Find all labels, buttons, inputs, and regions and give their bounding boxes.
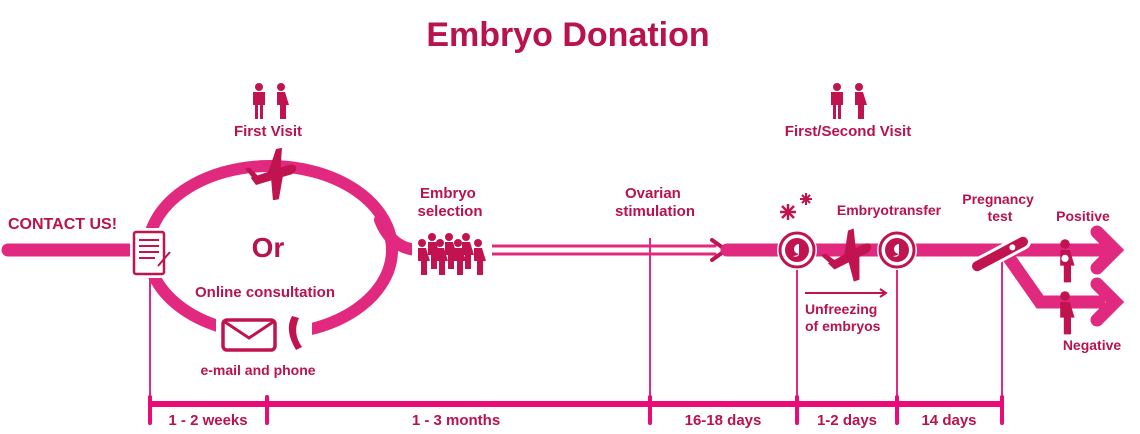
duration-label: 1-2 days xyxy=(817,412,877,429)
donors-group-icon xyxy=(412,222,492,275)
unfreezing-label: Unfreezing of embryos xyxy=(805,301,881,334)
pregnancy-test-icon xyxy=(969,233,1031,275)
document-icon xyxy=(130,228,171,278)
duration-label: 16-18 days xyxy=(685,412,762,429)
snowflake-icon xyxy=(780,193,812,220)
page-title: Embryo Donation xyxy=(426,16,709,54)
email-icon xyxy=(216,314,312,354)
duration-label: 1 - 2 weeks xyxy=(168,412,247,429)
negative-label: Negative xyxy=(1063,337,1122,353)
positive-label: Positive xyxy=(1056,208,1110,224)
duration-timeline xyxy=(148,395,1004,425)
embryo-icon xyxy=(777,230,817,270)
arrow-right-icon xyxy=(805,288,888,298)
embryo-icon xyxy=(877,230,917,270)
pregnancy-test-label: Pregnancy test xyxy=(962,191,1037,224)
airplane-icon xyxy=(816,224,881,290)
email-phone-label: e-mail and phone xyxy=(200,362,315,378)
couple-icon xyxy=(831,83,867,119)
process-path xyxy=(1,160,1125,340)
embryotransfer-label: Embryotransfer xyxy=(837,202,942,218)
or-label: Or xyxy=(252,232,285,263)
phone-icon xyxy=(288,316,302,350)
embryo-selection-label: Embryo selection xyxy=(417,185,482,220)
contact-us-label[interactable]: CONTACT US! xyxy=(8,216,117,233)
second-visit-label: First/Second Visit xyxy=(785,123,911,140)
ovarian-stimulation-label: Ovarian stimulation xyxy=(615,185,695,220)
pregnant-woman-icon xyxy=(1060,239,1075,283)
first-visit-label: First Visit xyxy=(234,123,302,140)
duration-label: 14 days xyxy=(921,412,976,429)
airplane-icon xyxy=(242,146,301,205)
duration-label: 1 - 3 months xyxy=(412,412,500,429)
couple-icon xyxy=(253,83,289,119)
online-consultation-label: Online consultation xyxy=(195,284,335,301)
